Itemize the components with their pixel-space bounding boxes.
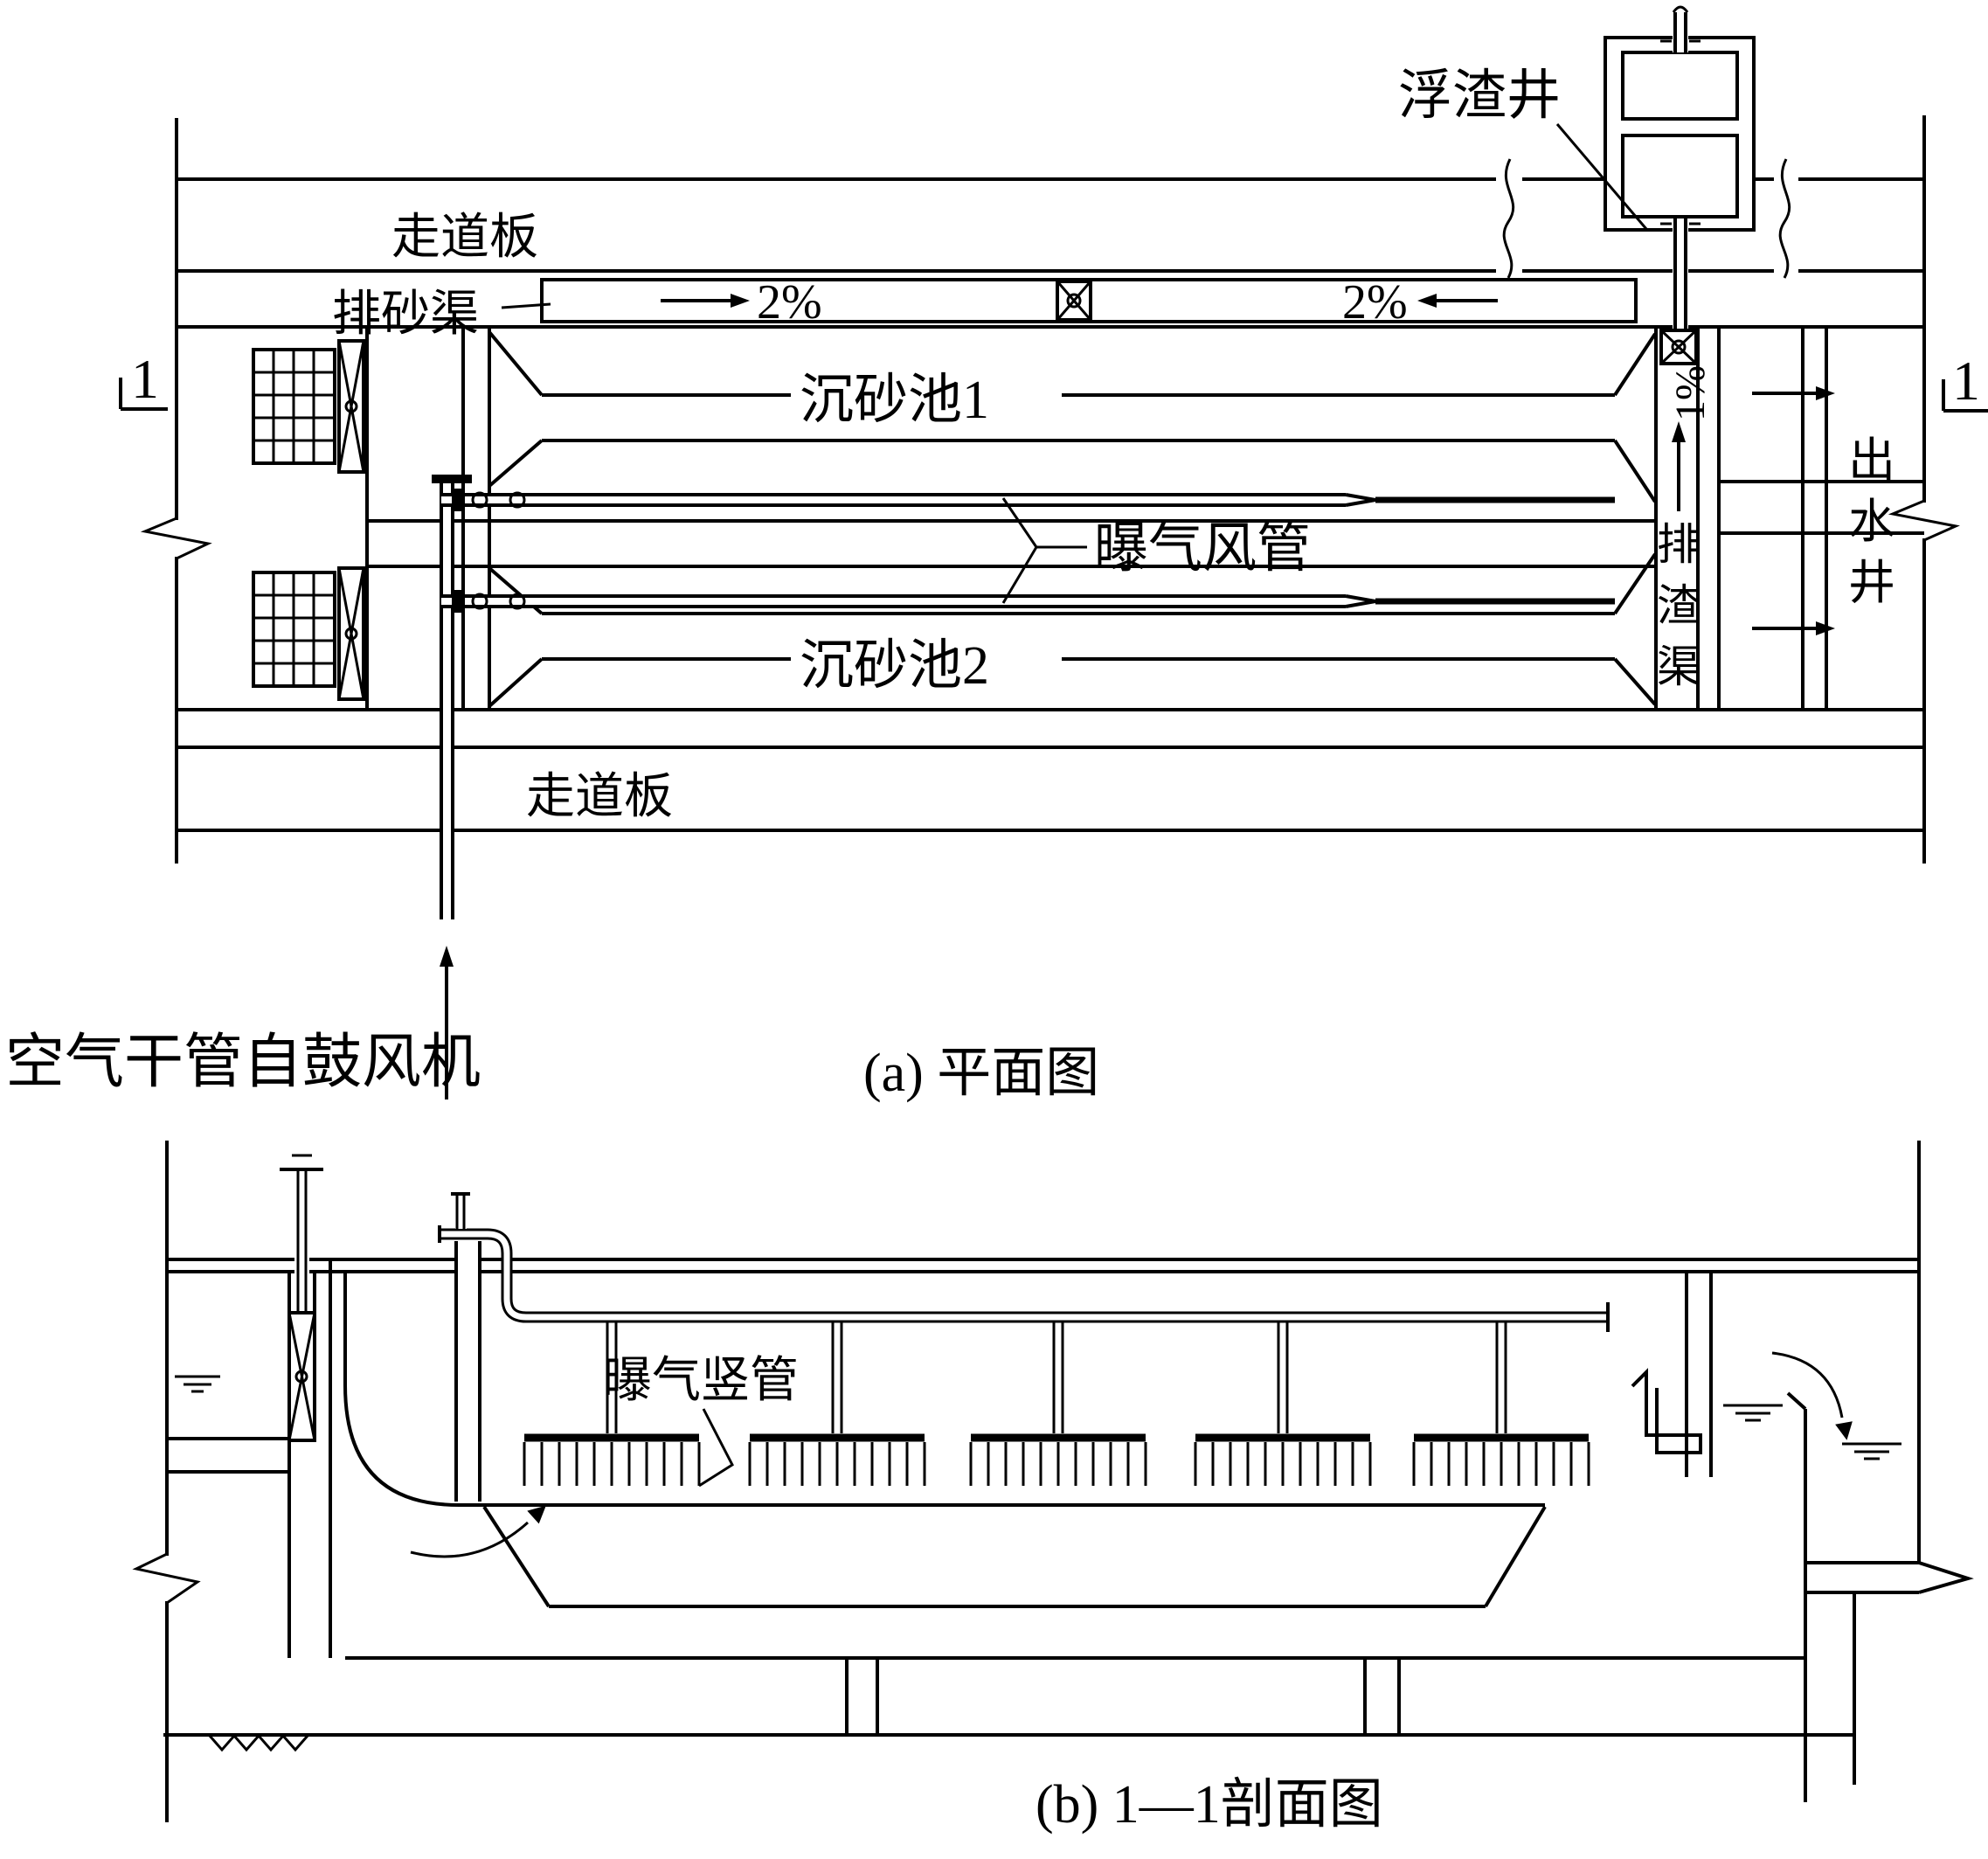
section-marker-right: 1 (1942, 350, 1988, 413)
water-level-icon (1842, 1442, 1901, 1460)
inlet-gate-2 (337, 566, 365, 701)
pipe-flange-icon (452, 489, 465, 511)
air-main-lower: 空气干管自鼓风机 (5, 710, 481, 1099)
scum-pipe (1631, 1368, 1702, 1454)
flow-arrow-left (410, 1505, 546, 1558)
water-level-icon (175, 1375, 220, 1393)
break-line-icon (1778, 158, 1791, 279)
section-marker-left: 1 (119, 348, 168, 411)
riser (969, 1322, 1147, 1486)
plan-caption: (a) 平面图 (863, 1044, 1099, 1103)
break-line-icon (140, 517, 212, 560)
break-line-icon (1888, 499, 1960, 542)
leader-line (1555, 123, 1648, 230)
slag-channel-char-1: 排 (1657, 520, 1701, 569)
leader-line (698, 1408, 734, 1488)
pipe-coupling-icon (509, 491, 526, 509)
aeration-air-pipes: 曝气风管 (441, 489, 1615, 613)
grit-chamber-1: 沉砂池1 (488, 330, 1657, 503)
arrow-icon (527, 1505, 546, 1524)
grit-chamber-2-label: 沉砂池2 (800, 636, 989, 696)
aeration-risers: 曝气竖管 (523, 1322, 1590, 1488)
aeration-pipe-label: 曝气风管 (1094, 519, 1311, 579)
outlet-structure (1631, 1141, 1974, 1802)
valve-icon (1659, 329, 1698, 365)
outlet-well-char-2: 水 (1848, 496, 1895, 548)
outlet-well-char-3: 井 (1848, 557, 1895, 609)
air-downpipe (454, 1241, 481, 1502)
plan-view: 走道板 排砂渠 2% 2% (5, 5, 1988, 1103)
section-deck (167, 1258, 1919, 1273)
arrow-icon (1835, 1421, 1853, 1440)
water-level-icon (1723, 1404, 1783, 1422)
leader-line (1001, 546, 1038, 604)
slope-left-label: 2% (757, 275, 822, 329)
aeration-riser-label: 曝气竖管 (603, 1354, 799, 1408)
tank-left-wall (329, 1259, 460, 1658)
walkway-top-label: 走道板 (391, 211, 538, 265)
pipe-coupling-icon (471, 491, 488, 509)
slag-slope-label: 1% (1667, 365, 1714, 421)
tank-outline (177, 325, 1924, 711)
channel-break-icon (1918, 1561, 1974, 1594)
break-line-icon (132, 1552, 201, 1605)
section-caption: (b) 1—1剖面图 (1036, 1775, 1383, 1835)
riser (748, 1322, 926, 1486)
bar-screen-1 (252, 348, 336, 465)
sand-discharge-channel: 排砂渠 2% 2% (332, 275, 1638, 342)
riser (1194, 1322, 1372, 1486)
section-inlet-gate (280, 1154, 323, 1442)
outlet-well: 出 水 井 (1752, 386, 1895, 635)
section-left-wall (132, 1141, 201, 1822)
scum-well: 浮渣井 (1398, 5, 1756, 329)
grit-chamber-2: 沉砂池2 (488, 552, 1657, 708)
pipe-coupling-icon (471, 593, 488, 610)
arrow-up-icon (1672, 421, 1686, 442)
sand-channel-label: 排砂渠 (332, 288, 479, 342)
slope-right-label: 2% (1342, 275, 1408, 329)
arrow-right-icon (731, 294, 750, 308)
riser (1412, 1322, 1590, 1486)
pipe-cap-icon (1672, 5, 1689, 13)
top-walkway: 走道板 (177, 158, 1924, 279)
pipe-coupling-icon (509, 593, 526, 610)
section-marker-label: 1 (1952, 350, 1980, 412)
riser (523, 1322, 701, 1486)
outlet-well-char-1: 出 (1848, 434, 1895, 487)
slag-channel-char-3: 渠 (1657, 642, 1701, 691)
grit-chamber-1-label: 沉砂池1 (800, 371, 989, 430)
arrow-right-icon (1816, 621, 1835, 635)
air-header-pipe (438, 1192, 1610, 1332)
scum-well-label: 浮渣井 (1398, 66, 1561, 126)
arrow-up-icon (440, 946, 454, 967)
air-main-label: 空气干管自鼓风机 (5, 1029, 481, 1095)
pipe-flange-icon (452, 590, 465, 613)
arrow-left-icon (1417, 294, 1437, 308)
bottom-walkway: 走道板 (177, 746, 1924, 832)
bar-screen-2 (252, 571, 336, 688)
section-marker-label: 1 (131, 348, 159, 410)
ground-hatch-icon (208, 1733, 309, 1752)
break-line-icon (1502, 158, 1515, 279)
pipe-cap-icon (432, 475, 472, 483)
arrow-right-icon (1816, 386, 1835, 400)
inlet-gate-1 (337, 339, 365, 474)
slag-channel-char-2: 渣 (1657, 581, 1701, 630)
leader-line (1001, 497, 1038, 548)
tank-bottom-structure (163, 1503, 1854, 1752)
walkway-bottom-label: 走道板 (526, 770, 673, 824)
leader-line (501, 302, 551, 309)
valve-icon (1056, 280, 1092, 322)
slag-discharge-channel: 1% 排 渣 渠 (1657, 329, 1714, 691)
section-view: 曝气竖管 (132, 1141, 1974, 1835)
